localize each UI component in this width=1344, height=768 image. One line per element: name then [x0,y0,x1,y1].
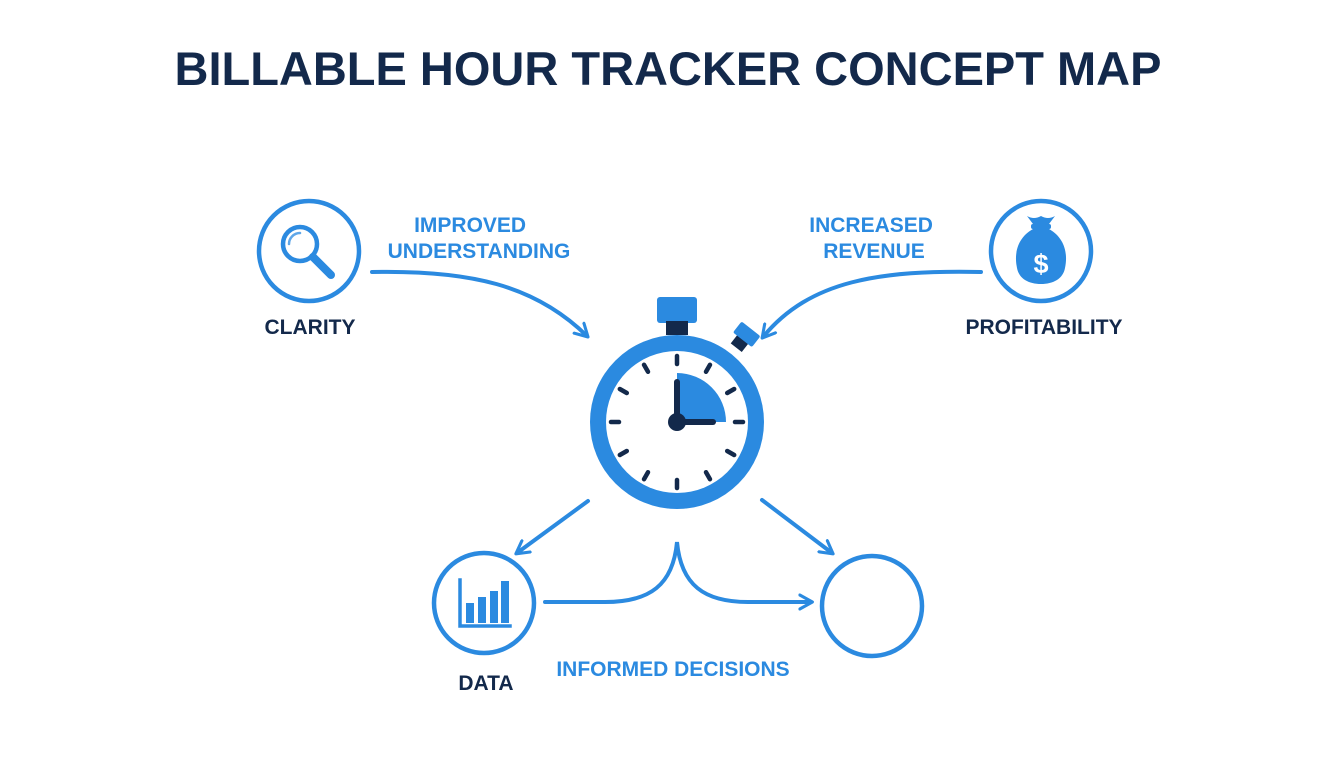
node-empty [819,553,925,659]
arrow-clarity-to-tracker [370,269,587,336]
node-clarity: CLARITY [256,198,362,339]
stopwatch-tick [724,386,737,396]
arrow-tracker-to-data [517,499,590,553]
money-bag-icon: $ [1015,216,1067,284]
arrow-profitability-to-tracker [763,269,983,337]
edge-label-improved: IMPROVED [414,214,526,237]
stopwatch-stem [666,321,688,335]
page-title: BILLABLE HOUR TRACKER CONCEPT MAP [175,42,1162,95]
svg-text:$: $ [1033,249,1048,279]
stopwatch-tick [617,386,630,396]
edge-label-improved-understanding: IMPROVED UNDERSTANDING [388,214,571,263]
edge-label-increased: INCREASED [809,214,933,237]
node-data: DATA [431,550,537,695]
stopwatch-side-button [730,322,760,353]
stopwatch-elapsed-wedge [677,373,726,422]
node-empty-ring [819,553,925,659]
node-data-label: DATA [458,672,513,695]
stopwatch-tick [724,448,737,458]
stopwatch-tick [703,362,713,375]
node-profitability: $ PROFITABILITY [965,198,1123,339]
bar-chart-icon [458,578,512,628]
connectors [370,269,983,602]
edge-label-understanding: UNDERSTANDING [388,240,571,263]
stopwatch-tick [703,469,713,482]
stopwatch-pivot [668,413,686,431]
node-clarity-ring [256,198,362,304]
edge-label-informed-decisions: INFORMED DECISIONS [556,658,789,681]
stopwatch-icon [590,297,764,509]
node-clarity-label: CLARITY [265,316,356,339]
magnifying-glass-icon [280,224,335,279]
node-profitability-label: PROFITABILITY [965,316,1122,339]
stopwatch-ticks [608,353,746,491]
stopwatch-tick [641,362,651,375]
arrow-data-to-empty-node [543,541,811,602]
stopwatch-tick [617,448,630,458]
stopwatch-crown [657,297,697,323]
arrow-tracker-to-empty-node [760,498,832,553]
edge-label-increased-revenue: INCREASED REVENUE [809,214,939,263]
edge-label-revenue: REVENUE [823,240,925,263]
stopwatch-tick [641,469,651,482]
